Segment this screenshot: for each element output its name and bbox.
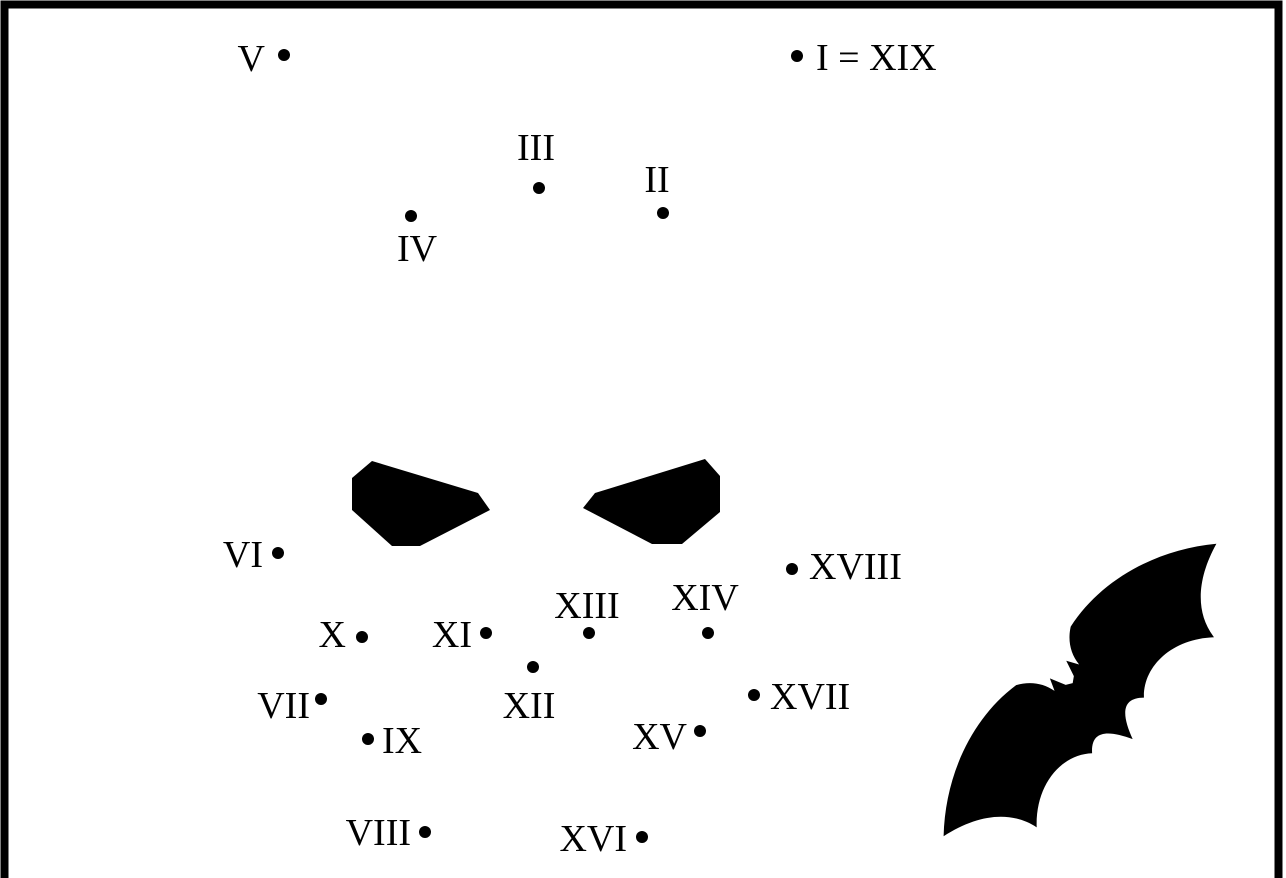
dot-label: VI bbox=[223, 534, 263, 576]
dot-label: XVIII bbox=[809, 546, 902, 588]
dot-label: V bbox=[238, 38, 266, 80]
dot-point bbox=[356, 631, 368, 643]
mask-eye-right-icon bbox=[583, 459, 720, 544]
dot-label: III bbox=[517, 127, 555, 169]
dot-label: IX bbox=[382, 720, 422, 762]
dot-label: IV bbox=[397, 228, 438, 270]
dot-point bbox=[278, 49, 290, 61]
dot-point bbox=[527, 661, 539, 673]
dot-point bbox=[419, 826, 431, 838]
dot-point bbox=[748, 689, 760, 701]
dot-label: I = XIX bbox=[816, 37, 937, 79]
dot-point bbox=[636, 831, 648, 843]
dot-label: XI bbox=[432, 614, 472, 656]
dot-label: II bbox=[644, 159, 669, 201]
dot-point bbox=[702, 627, 714, 639]
mask-eye-left-icon bbox=[352, 461, 490, 546]
dot-label: XVI bbox=[559, 818, 627, 860]
dot-point bbox=[694, 725, 706, 737]
dot-point bbox=[272, 547, 284, 559]
dot-label: XIV bbox=[671, 577, 739, 619]
dot-point bbox=[533, 182, 545, 194]
dot-point bbox=[362, 733, 374, 745]
dot-label: XVII bbox=[770, 676, 850, 718]
dot-point bbox=[786, 563, 798, 575]
dot-point bbox=[791, 50, 803, 62]
dot-point bbox=[657, 207, 669, 219]
dot-point bbox=[405, 210, 417, 222]
dot-label: VIII bbox=[346, 812, 411, 854]
dot-label: XII bbox=[503, 685, 556, 727]
dot-point bbox=[315, 693, 327, 705]
dot-label: XV bbox=[632, 716, 687, 758]
dot-point bbox=[480, 627, 492, 639]
dot-label: XIII bbox=[554, 585, 619, 627]
dot-label: X bbox=[319, 614, 346, 656]
dot-point bbox=[583, 627, 595, 639]
dot-label: VII bbox=[257, 685, 310, 727]
bat-emblem-icon bbox=[943, 543, 1217, 837]
